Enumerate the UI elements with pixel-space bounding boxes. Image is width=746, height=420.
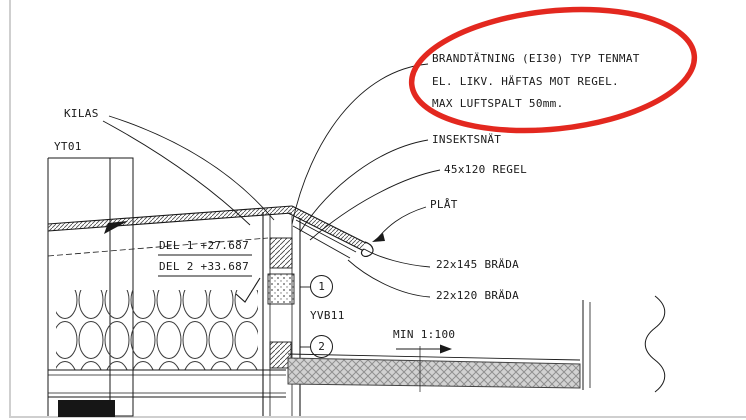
insulation-batt (48, 290, 286, 398)
wall-assembly (262, 212, 301, 416)
concrete-slab (287, 300, 591, 392)
insulated-block (267, 273, 295, 305)
fire-seal-note-line1: BRANDTÄTNING (EI30) TYP TENMAT (432, 52, 640, 65)
detail-callout-2: 2 (310, 335, 333, 358)
leader-insektsnat (299, 139, 429, 233)
label-kilas: KILAS (64, 107, 99, 120)
label-del2: DEL 2 +33.687 (159, 260, 249, 273)
titleblock-fragment (58, 400, 115, 417)
eave-fascia (287, 205, 374, 259)
plat-arrowhead (372, 233, 385, 242)
leader-lines (102, 63, 441, 348)
lower-block (269, 341, 292, 369)
leader-kilas-2 (108, 115, 275, 221)
label-regel: 45x120 REGEL (444, 163, 528, 176)
leader-regel (309, 169, 441, 241)
page-edges (9, 0, 746, 418)
fire-seal-block (269, 237, 293, 269)
label-yt01: YT01 (54, 140, 82, 153)
fire-seal-note: BRANDTÄTNING (EI30) TYP TENMAT EL. LIKV.… (432, 52, 640, 121)
label-min-slope: MIN 1:100 (393, 328, 456, 341)
break-line (644, 295, 666, 393)
leader-brada145 (363, 248, 431, 268)
label-del1: DEL 1 +27.687 (159, 239, 249, 252)
leader-kilas-1 (102, 120, 251, 226)
slope-direction-marker (104, 221, 128, 234)
label-brada-22x120: 22x120 BRÄDA (436, 289, 520, 302)
slope-arrow (396, 344, 452, 354)
highlight-ellipse (408, 6, 698, 134)
fire-seal-note-line2: EL. LIKV. HÄFTAS MOT REGEL. (432, 74, 619, 88)
fire-seal-note-line3: MAX LUFTSPALT 50mm. (432, 97, 564, 111)
leader-fire-seal-note (291, 63, 429, 225)
label-yvb11: YVB11 (310, 309, 345, 322)
level-annotations (158, 254, 261, 303)
label-brada-22x145: 22x145 BRÄDA (436, 258, 520, 271)
detail-callout-1: 1 (310, 275, 333, 298)
level-check-mark (235, 277, 261, 303)
label-plat: PLÅT (430, 198, 458, 211)
leader-brada120 (347, 259, 431, 298)
sheet-metal-curl (360, 241, 374, 257)
roof-deck (47, 205, 293, 257)
label-insektsnat: INSEKTSNÄT (432, 133, 502, 146)
left-wall-lines (47, 157, 134, 417)
